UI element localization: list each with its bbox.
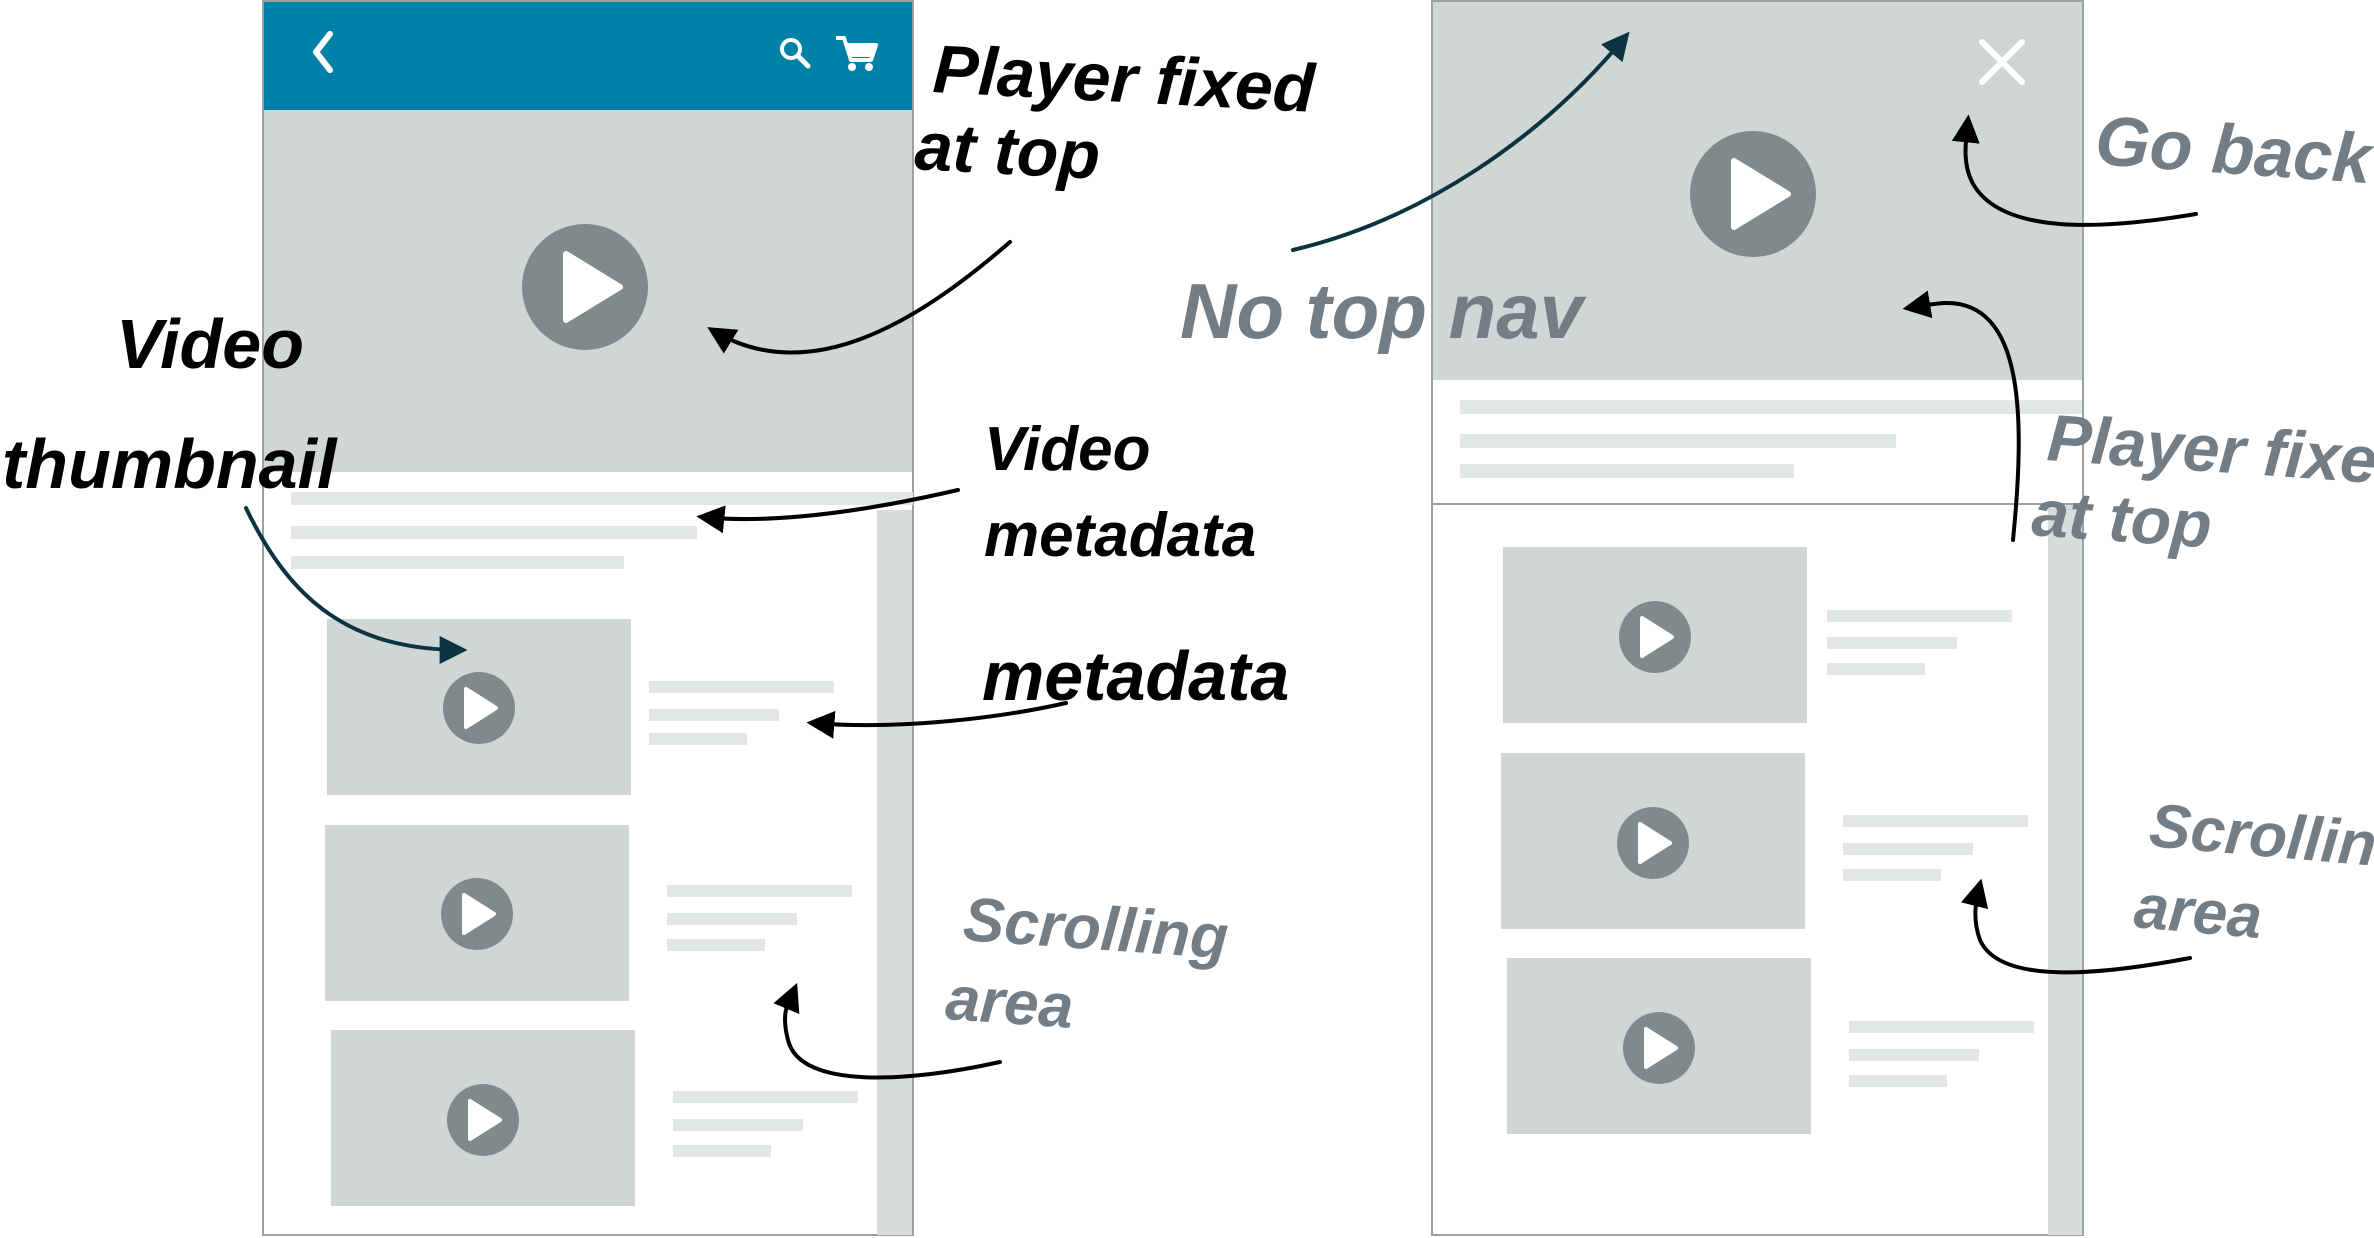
arrow-player-fixed-left <box>707 240 1012 355</box>
play-icon <box>447 1084 519 1156</box>
play-icon <box>1617 807 1689 879</box>
left-video-list-item[interactable] <box>331 1030 858 1206</box>
annotation-no-top-nav: No top nav <box>1180 267 1587 355</box>
play-icon <box>1619 601 1691 673</box>
left-top-app-bar <box>264 2 912 110</box>
annotation-go-back: Go back <box>2093 101 2374 198</box>
play-icon <box>441 878 513 950</box>
annotation-player-fixed-left: Player fixed at top <box>913 30 1335 205</box>
play-icon[interactable] <box>1690 131 1816 257</box>
annotation-labels: Player fixed at top Video thumbnail Vide… <box>2 30 2374 1053</box>
left-video-list-item[interactable] <box>327 619 834 795</box>
arrow-player-fixed-right <box>1902 290 2021 542</box>
annotation-video-thumbnail: Video thumbnail <box>2 305 338 503</box>
arrow-video-thumbnail <box>244 506 468 664</box>
annotation-scrolling-area-left: Scrolling area <box>943 884 1247 1053</box>
back-arrow-icon[interactable] <box>313 31 333 73</box>
annotation-arrows <box>244 31 2198 1080</box>
search-icon[interactable] <box>780 38 811 69</box>
close-icon[interactable] <box>1979 39 2025 85</box>
annotation-video-metadata: Video metadata <box>984 415 1256 570</box>
right-video-list-item[interactable] <box>1507 958 2034 1134</box>
right-video-list-item[interactable] <box>1503 547 2012 723</box>
arrow-scrolling-left <box>773 982 1002 1080</box>
annotation-metadata: metadata <box>982 637 1289 715</box>
play-icon <box>443 672 515 744</box>
arrow-no-top-nav <box>1291 31 1630 252</box>
left-video-list-item[interactable] <box>325 825 852 1001</box>
right-scrollbar[interactable] <box>2048 505 2082 1235</box>
annotation-player-fixed-right: Player fixed at top <box>2030 399 2374 576</box>
arrow-video-metadata <box>696 488 960 534</box>
left-phone-wireframe <box>262 0 914 1236</box>
right-video-metadata <box>1460 400 2082 478</box>
arrow-scrolling-right <box>1960 878 2192 975</box>
play-icon <box>1623 1012 1695 1084</box>
annotation-scrolling-area-right: Scrolling area <box>2132 791 2374 967</box>
right-video-list-item[interactable] <box>1501 753 2028 929</box>
right-phone-wireframe <box>1431 0 2084 1236</box>
left-scrollbar[interactable] <box>877 510 912 1235</box>
cart-icon[interactable] <box>836 36 878 71</box>
play-icon[interactable] <box>522 224 648 350</box>
left-video-metadata <box>291 492 913 569</box>
arrow-go-back <box>1951 114 2198 227</box>
arrow-metadata <box>806 701 1068 739</box>
